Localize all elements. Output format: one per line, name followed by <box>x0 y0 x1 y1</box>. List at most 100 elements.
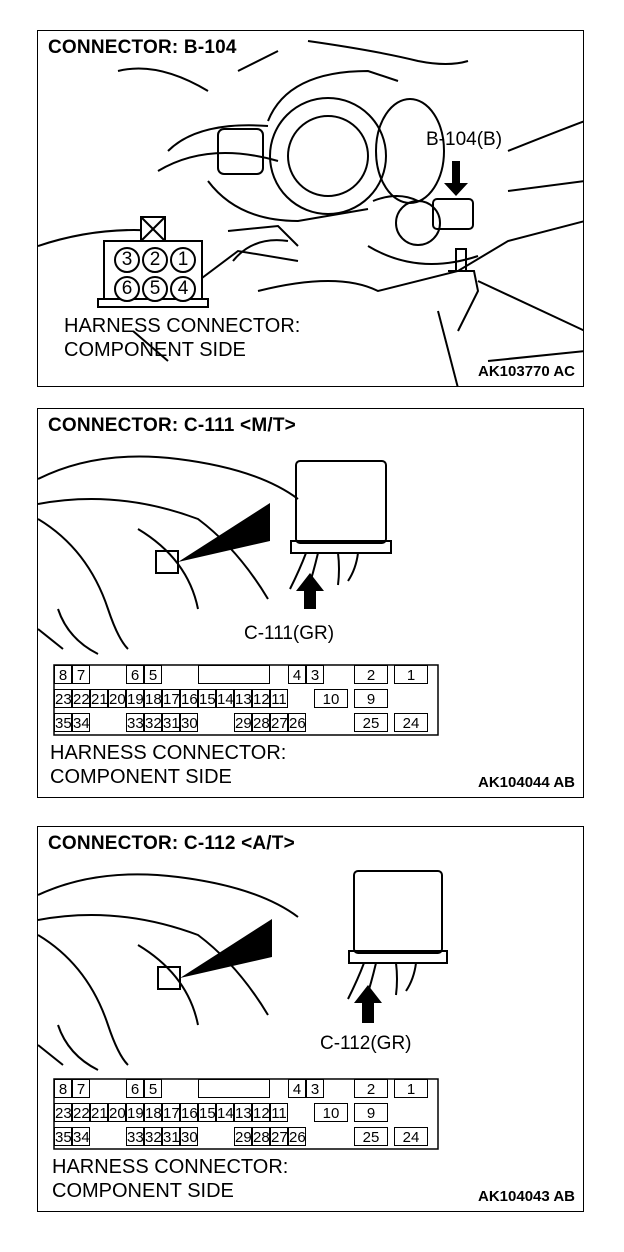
connector-pin: 32 <box>144 713 162 732</box>
connector-pin: 24 <box>394 713 428 732</box>
panel-title: CONNECTOR: C-112 <A/T> <box>48 833 295 854</box>
dashboard-illustration <box>38 455 439 736</box>
connector-pin: 31 <box>162 1127 180 1146</box>
connector-pin: 1 <box>394 1079 428 1098</box>
connector-pin: 4 <box>288 1079 306 1098</box>
connector-pin: 2 <box>142 247 168 273</box>
connector-pin: 18 <box>144 1103 162 1122</box>
connector-pin: 34 <box>72 1127 90 1146</box>
connector-blank-block <box>198 1079 270 1098</box>
harness-line2: COMPONENT SIDE <box>64 339 246 361</box>
connector-pin: 7 <box>72 665 90 684</box>
connector-pin: 15 <box>198 1103 216 1122</box>
harness-label: HARNESS CONNECTOR: COMPONENT SIDE <box>50 741 286 789</box>
connector-pin: 1 <box>394 665 428 684</box>
connector-pin: 19 <box>126 1103 144 1122</box>
connector-pin: 16 <box>180 689 198 708</box>
connector-pin: 17 <box>162 1103 180 1122</box>
connector-pin: 33 <box>126 1127 144 1146</box>
connector-pin: 5 <box>142 276 168 302</box>
figure-code: AK104044 AB <box>478 774 575 791</box>
panel-title: CONNECTOR: C-111 <M/T> <box>48 415 296 436</box>
connector-callout: B-104(B) <box>426 129 503 150</box>
connector-callout: C-112(GR) <box>320 1033 412 1054</box>
harness-line1: HARNESS CONNECTOR: <box>52 1156 289 1178</box>
connector-pin: 23 <box>54 1103 72 1122</box>
connector-pin: 29 <box>234 1127 252 1146</box>
connector-pin: 10 <box>314 1103 348 1122</box>
connector-blank-block <box>198 665 270 684</box>
connector-pin: 26 <box>288 1127 306 1146</box>
connector-pin: 13 <box>234 689 252 708</box>
connector-pin: 3 <box>114 247 140 273</box>
connector-pin: 5 <box>144 1079 162 1098</box>
connector-pin: 6 <box>114 276 140 302</box>
harness-line1: HARNESS CONNECTOR: <box>50 742 287 764</box>
connector-pin: 12 <box>252 1103 270 1122</box>
figure-code: AK103770 AC <box>478 363 575 380</box>
connector-pin: 23 <box>54 689 72 708</box>
connector-pin: 29 <box>234 713 252 732</box>
connector-pin: 14 <box>216 1103 234 1122</box>
connector-pin: 4 <box>170 276 196 302</box>
connector-pin: 15 <box>198 689 216 708</box>
connector-pin: 7 <box>72 1079 90 1098</box>
connector-pin: 30 <box>180 713 198 732</box>
connector-pin: 35 <box>54 1127 72 1146</box>
harness-label: HARNESS CONNECTOR: COMPONENT SIDE <box>64 314 300 362</box>
connector-pin: 4 <box>288 665 306 684</box>
connector-pin: 35 <box>54 713 72 732</box>
connector-pin: 33 <box>126 713 144 732</box>
connector-pin: 16 <box>180 1103 198 1122</box>
connector-pin: 8 <box>54 1079 72 1098</box>
connector-pin: 9 <box>354 689 388 708</box>
connector-pin: 1 <box>170 247 196 273</box>
connector-pin: 8 <box>54 665 72 684</box>
connector-pin: 26 <box>288 713 306 732</box>
harness-line1: HARNESS CONNECTOR: <box>64 315 301 337</box>
connector-pin: 14 <box>216 689 234 708</box>
connector-pin: 19 <box>126 689 144 708</box>
connector-pin: 3 <box>306 665 324 684</box>
connector-pin: 2 <box>354 665 388 684</box>
connector-pin: 28 <box>252 713 270 732</box>
connector-pin: 31 <box>162 713 180 732</box>
connector-pin: 6 <box>126 1079 144 1098</box>
connector-pin: 11 <box>270 1103 288 1122</box>
connector-pin: 3 <box>306 1079 324 1098</box>
connector-pin: 11 <box>270 689 288 708</box>
connector-pin: 25 <box>354 713 388 732</box>
connector-pin: 32 <box>144 1127 162 1146</box>
connector-pin: 30 <box>180 1127 198 1146</box>
connector-pin: 17 <box>162 689 180 708</box>
connector-callout: C-111(GR) <box>244 623 335 644</box>
connector-pin: 25 <box>354 1127 388 1146</box>
connector-pin: 27 <box>270 1127 288 1146</box>
harness-line2: COMPONENT SIDE <box>50 766 232 788</box>
connector-pin: 9 <box>354 1103 388 1122</box>
connector-pin: 22 <box>72 689 90 708</box>
harness-line2: COMPONENT SIDE <box>52 1180 234 1202</box>
connector-pin: 5 <box>144 665 162 684</box>
connector-pin: 34 <box>72 713 90 732</box>
connector-pin: 12 <box>252 689 270 708</box>
connector-pin: 22 <box>72 1103 90 1122</box>
connector-pin: 18 <box>144 689 162 708</box>
connector-pin: 20 <box>108 1103 126 1122</box>
panel-b104: CONNECTOR: B-104 B-104(B) 3 2 1 6 5 4 HA… <box>37 30 584 387</box>
connector-pin: 24 <box>394 1127 428 1146</box>
connector-pin: 10 <box>314 689 348 708</box>
connector-pin: 21 <box>90 1103 108 1122</box>
harness-label: HARNESS CONNECTOR: COMPONENT SIDE <box>52 1155 288 1203</box>
panel-title: CONNECTOR: B-104 <box>48 37 237 58</box>
connector-pin: 21 <box>90 689 108 708</box>
connector-pin: 6 <box>126 665 144 684</box>
connector-pin: 2 <box>354 1079 388 1098</box>
connector-pin: 20 <box>108 689 126 708</box>
connector-pin: 27 <box>270 713 288 732</box>
connector-pin: 28 <box>252 1127 270 1146</box>
